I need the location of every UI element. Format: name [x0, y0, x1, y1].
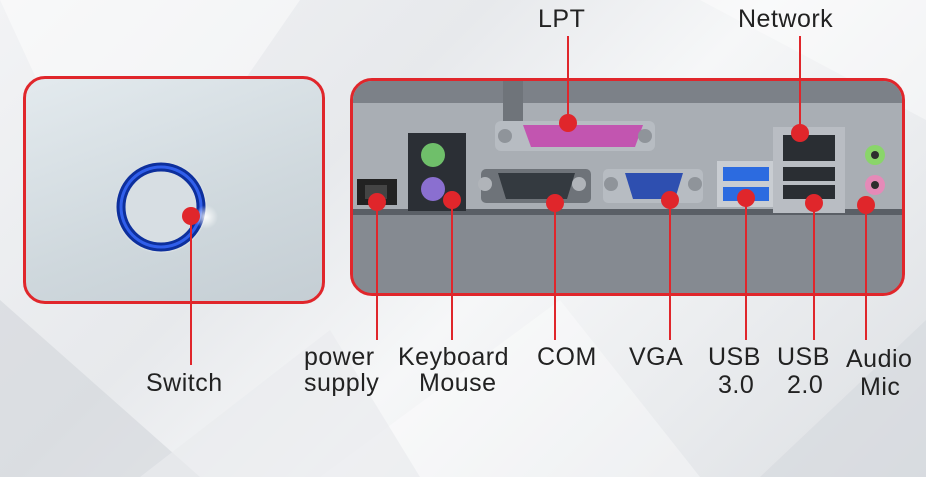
audio-callout-dot [857, 196, 875, 214]
power-callout-dot [368, 193, 386, 211]
ps2-mouse-port-icon [421, 177, 445, 201]
network-port-icon [783, 135, 835, 161]
usb30-callout-dot [737, 189, 755, 207]
vga-label: VGA [629, 343, 684, 371]
lpt-label: LPT [538, 5, 586, 33]
switch-callout-dot [182, 207, 200, 225]
com-port-icon [498, 173, 575, 199]
io-ports-panel [350, 78, 905, 296]
com-label: COM [537, 343, 597, 371]
network-callout-dot [791, 124, 809, 142]
mouse-label: Mouse [419, 369, 497, 397]
usb20-label-line1: USB [777, 343, 830, 371]
power-supply-label-line1: power [304, 343, 375, 371]
usb30-port-icon [723, 167, 769, 181]
vga-callout-dot [661, 191, 679, 209]
power-switch-illustration [115, 161, 218, 253]
power-supply-label-line2: supply [304, 369, 380, 397]
keyboard-label: Keyboard [398, 343, 510, 371]
usb20-label-line2: 2.0 [787, 371, 824, 399]
ps2-keyboard-port-icon [421, 143, 445, 167]
network-label: Network [738, 5, 834, 33]
io-ports-illustration [353, 81, 902, 293]
usb20-callout-dot [805, 194, 823, 212]
com-callout-dot [546, 194, 564, 212]
mic-label: Mic [860, 373, 901, 401]
switch-panel [23, 76, 325, 304]
usb30-label-line2: 3.0 [718, 371, 755, 399]
usb30-label-line1: USB [708, 343, 761, 371]
usb20-port-icon [783, 167, 835, 181]
switch-label: Switch [146, 369, 223, 397]
lpt-callout-dot [559, 114, 577, 132]
audio-label: Audio [846, 345, 913, 373]
keyboard-callout-dot [443, 191, 461, 209]
lpt-port-icon [523, 125, 643, 147]
